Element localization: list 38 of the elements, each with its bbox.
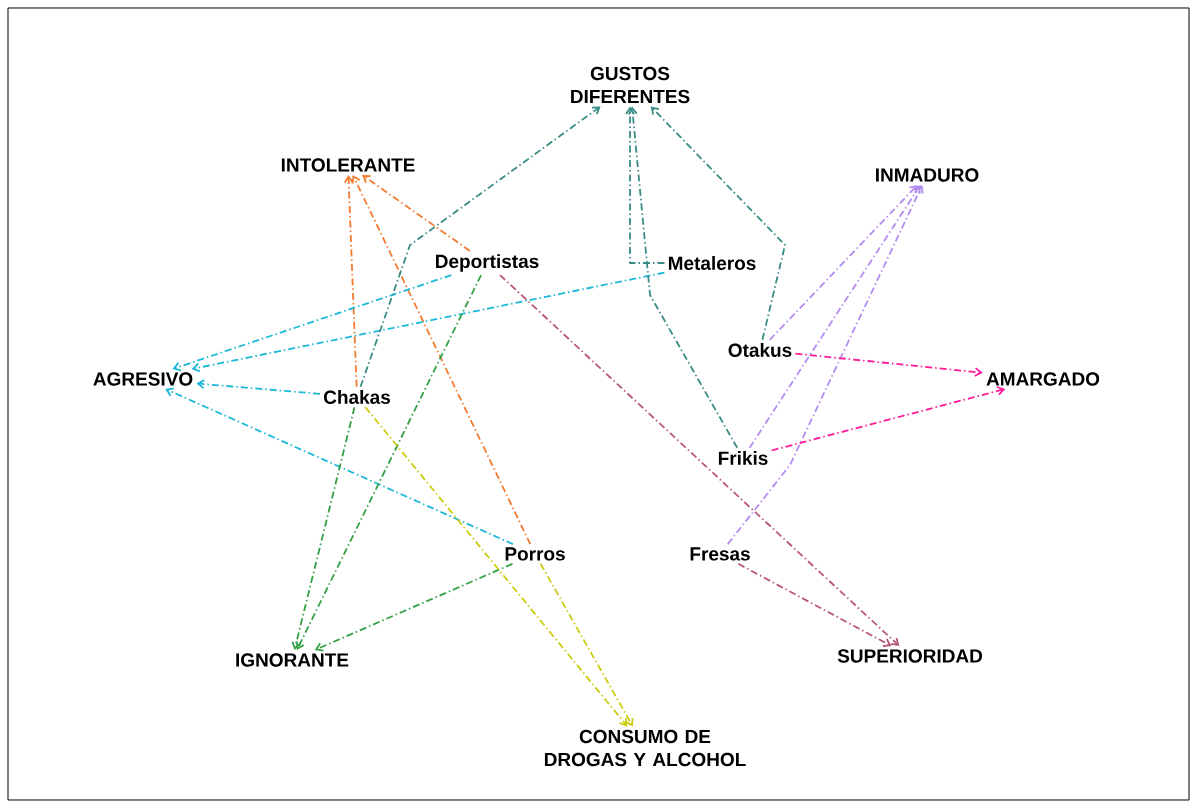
node-label: INTOLERANTE [281,158,415,172]
connector-arrow [539,562,634,727]
node-label: Metaleros [668,256,756,270]
node-label: GUSTOS DIFERENTES [571,66,690,104]
connector-arrow [768,184,918,341]
connector-arrow [737,562,892,647]
node-label: Porros [505,547,565,561]
connector-arrow [343,174,358,388]
connector-arrow [314,562,514,652]
connector-arrow [165,387,514,546]
node-label: SUPERIORIDAD [837,649,983,663]
connector-arrow [650,106,786,341]
connector-arrow [794,352,983,377]
node-label: INMADURO [876,168,979,182]
node-label: Fresas [690,547,750,561]
node-label: AMARGADO [986,372,1100,386]
connector-arrow [625,106,666,264]
connector-arrow [499,274,900,647]
node-label: AGRESIVO [93,372,193,386]
connector-arrow [627,106,739,449]
connector-arrow [351,174,532,546]
node-label: Otakus [728,343,792,357]
connector-arrow [172,274,453,372]
connector-arrow [362,174,471,252]
node-label: Deportistas [436,254,539,272]
connector-arrow [748,184,921,449]
connector-arrow [295,274,482,651]
connector-arrow [726,184,924,546]
connector-arrow [191,271,666,373]
node-label: CONSUMO DE DROGAS Y ALCOHOL [544,729,746,767]
node-label: Chakas [324,390,390,404]
node-label: IGNORANTE [236,653,349,667]
node-label: Frikis [718,451,768,465]
connector-arrow [196,379,321,395]
connector-arrow [770,386,1006,452]
connector-arrow [291,406,356,651]
connector-arrow [364,406,628,727]
connector-arrow [359,106,601,388]
